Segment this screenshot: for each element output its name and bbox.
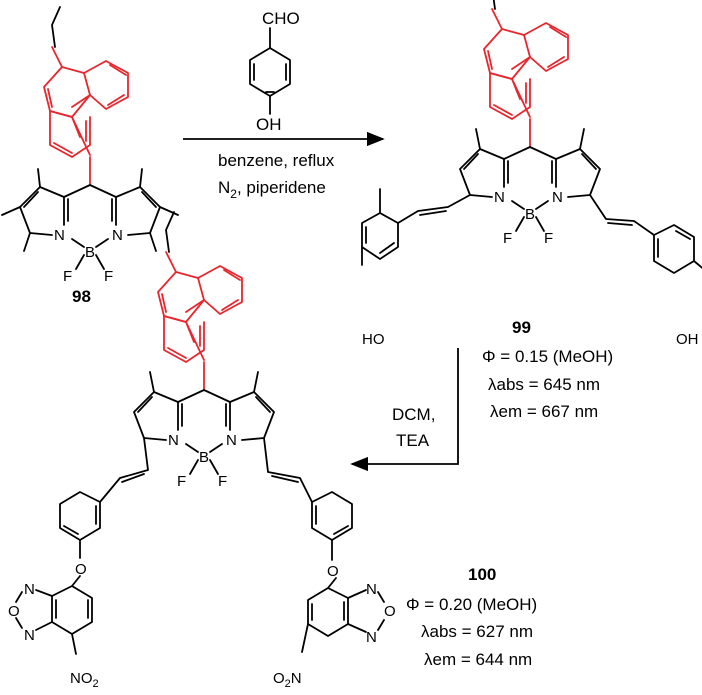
atom-f-right: F: [104, 268, 113, 285]
compound-100-abs: λabs = 627 nm: [421, 622, 533, 641]
atom-f-left: F: [177, 473, 186, 490]
atom-n-right: N: [552, 189, 563, 206]
step2-line2: TEA: [396, 431, 430, 450]
atom-n-oxd-right-1: N: [366, 581, 377, 598]
compound-98-structure: N N B F F: [1, 6, 179, 285]
atom-no2-left: NO2: [70, 670, 99, 690]
reagent-oh: OH: [256, 115, 282, 134]
atom-n-left: N: [54, 227, 65, 244]
atom-n-left: N: [168, 432, 179, 449]
step1-line1: benzene, reflux: [218, 151, 335, 170]
compound-99-em: λem = 667 nm: [490, 402, 598, 421]
compound-98-label: 98: [72, 287, 91, 306]
atom-o2n-right: O2N: [273, 670, 302, 690]
atom-n-oxd-right-2: N: [366, 629, 377, 646]
atom-n-left: N: [494, 189, 505, 206]
atom-o-ether-right: O: [327, 563, 339, 580]
step2-line1: DCM,: [392, 405, 435, 424]
atom-ho-99: HO: [362, 331, 385, 348]
atom-n-oxd-left-1: N: [24, 581, 35, 598]
atom-o-oxd-left: O: [8, 603, 20, 620]
compound-100-em: λem = 644 nm: [424, 650, 532, 669]
atom-b: B: [525, 206, 535, 223]
compound-99-abs: λabs = 645 nm: [488, 375, 600, 394]
compound-100-label: 100: [468, 565, 496, 584]
atom-f-left: F: [503, 230, 512, 247]
atom-n-right: N: [226, 432, 237, 449]
atom-f-right: F: [218, 473, 227, 490]
compound-99-label: 99: [512, 318, 531, 337]
compound-99-structure: N N B F F: [361, 0, 702, 274]
atom-b: B: [85, 244, 95, 261]
atom-f-right: F: [544, 230, 553, 247]
step1-line2: N2, piperidene: [218, 178, 326, 201]
atom-f-left: F: [63, 268, 72, 285]
reaction-arrow-2: [350, 348, 459, 472]
compound-100-phi: Φ = 0.20 (MeOH): [406, 595, 537, 614]
compound-100-structure: N N B F F O O N O N N O N: [8, 211, 396, 655]
atom-oh-99: OH: [676, 331, 699, 348]
atom-o-ether-left: O: [75, 561, 87, 578]
atom-n-oxd-left-2: N: [24, 627, 35, 644]
compound-99-phi: Φ = 0.15 (MeOH): [482, 347, 613, 366]
atom-o-oxd-right: O: [384, 603, 396, 620]
reagent-cho: CHO: [262, 9, 300, 28]
atom-b: B: [199, 449, 209, 466]
reagent-structure: [249, 27, 291, 115]
atom-n-right: N: [112, 227, 123, 244]
